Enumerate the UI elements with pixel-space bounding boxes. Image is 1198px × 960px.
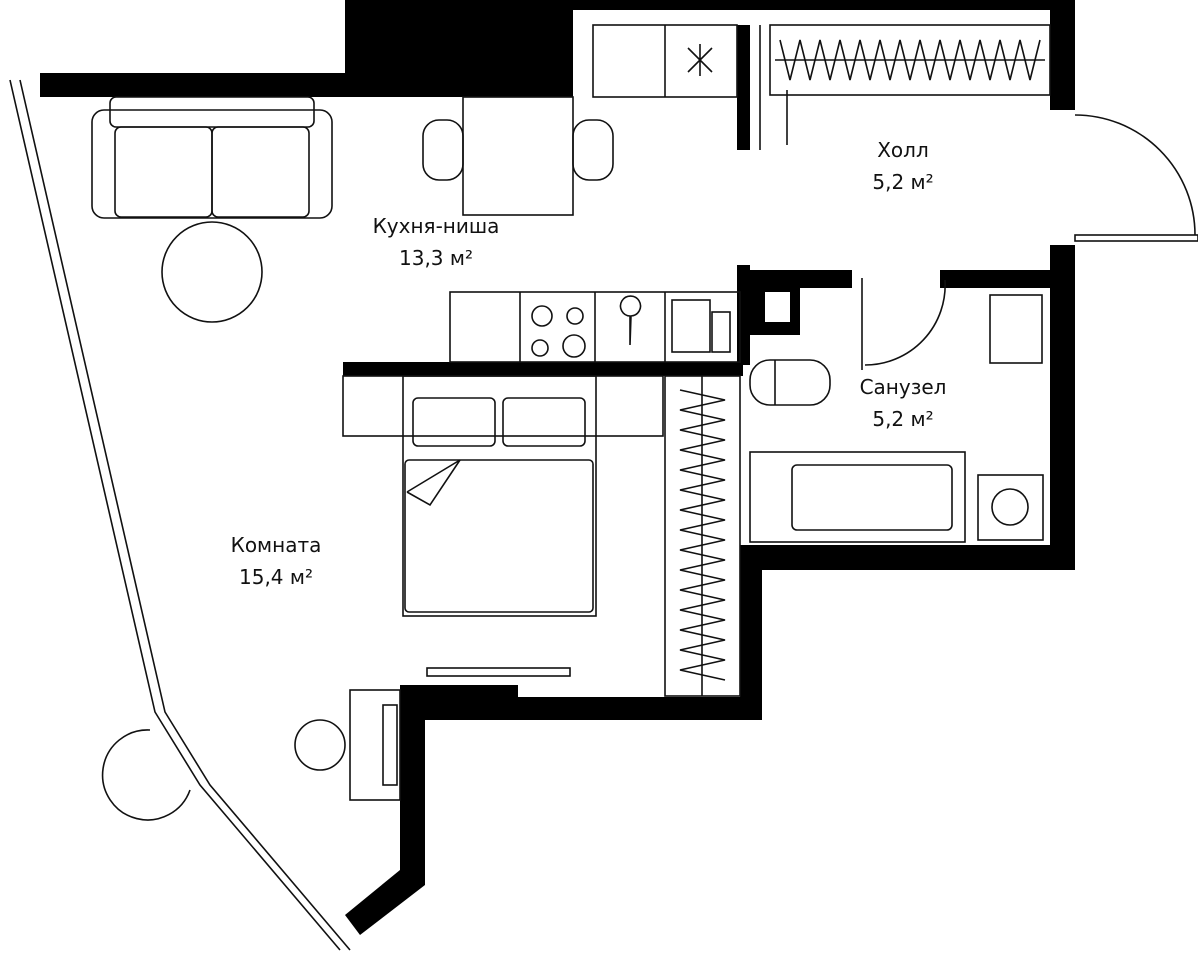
bathroom-area: 5,2 м² (872, 407, 934, 431)
bed (342, 375, 664, 617)
kitchen-unit (449, 24, 741, 363)
tv-and-desk (294, 667, 571, 801)
bathroom-label: Санузел 5,2 м² (860, 371, 947, 435)
kitchen-area: 13,3 м² (398, 246, 473, 270)
window-line (9, 79, 351, 951)
room-label: Комната 15,4 м² (231, 529, 322, 593)
hall-area: 5,2 м² (872, 170, 934, 194)
room-area: 15,4 м² (238, 565, 313, 589)
room-wardrobe (664, 375, 741, 697)
hall-wardrobe (759, 24, 1051, 150)
hall-label: Холл 5,2 м² (872, 134, 933, 198)
sofa (91, 96, 333, 219)
room-name: Комната (230, 533, 322, 557)
entrance-door (1074, 114, 1198, 242)
kitchen-label: Кухня-ниша 13,3 м² (373, 210, 500, 274)
walls (40, 0, 1075, 935)
bathroom-fixtures (749, 278, 1044, 543)
dining-table (422, 96, 614, 216)
hall-name: Холл (877, 138, 929, 162)
kitchen-name: Кухня-ниша (372, 214, 500, 238)
round-table (161, 221, 263, 323)
bathroom-name: Санузел (859, 375, 947, 399)
